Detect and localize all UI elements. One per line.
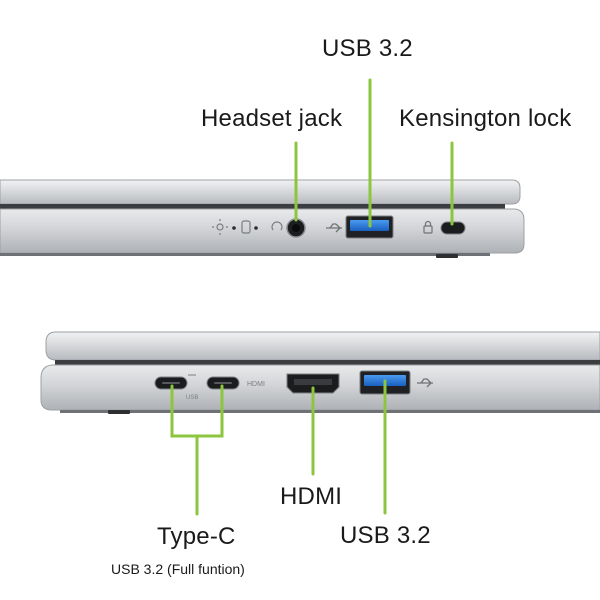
usb-c-port-1 xyxy=(154,376,188,390)
laptop-left-side: USB HDMI xyxy=(40,331,600,414)
usb-c-marking: USB xyxy=(186,374,198,401)
usb-icon-bottom xyxy=(417,378,433,388)
usb-c-marking-text: USB xyxy=(186,395,198,401)
hdmi-port xyxy=(286,373,340,394)
label-type-c-note: USB 3.2 (Full funtion) xyxy=(111,561,245,577)
callout-lines xyxy=(170,78,454,516)
usb-icon xyxy=(326,223,342,233)
headset-jack-port xyxy=(286,218,306,238)
label-hdmi: HDMI xyxy=(280,483,343,510)
usb-c-port-2 xyxy=(206,376,240,390)
lock-icon xyxy=(423,220,433,234)
hdmi-marking-text: HDMI xyxy=(247,381,265,388)
label-type-c: Type-C xyxy=(157,523,236,550)
label-usb-top: USB 3.2 xyxy=(322,35,413,62)
label-kensington-lock: Kensington lock xyxy=(399,105,572,132)
label-headset-jack: Headset jack xyxy=(201,105,343,132)
label-usb-bottom: USB 3.2 xyxy=(340,522,431,549)
status-led-icons xyxy=(212,219,283,235)
laptop-right-side xyxy=(0,179,525,258)
